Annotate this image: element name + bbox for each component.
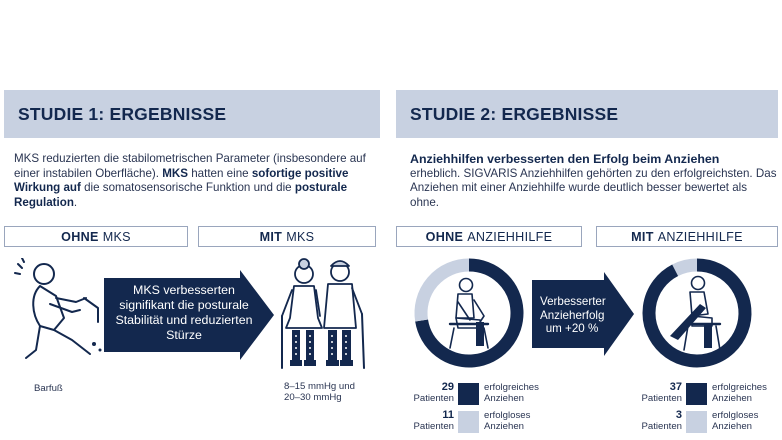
legend-success-swatch bbox=[458, 383, 479, 405]
donut-without-aid bbox=[414, 258, 524, 368]
arrow-study1-text: MKS verbesserten signifikant die postura… bbox=[115, 283, 253, 342]
legend-success-label: erfolgreiches Anziehen bbox=[484, 382, 539, 404]
donut-with-fail-arc bbox=[672, 258, 698, 277]
arrow-study2 bbox=[532, 272, 634, 356]
legend-fail-label: erfolgloses Anziehen bbox=[484, 410, 531, 432]
arrow-study1 bbox=[104, 270, 274, 360]
legend-fail-swatch-2 bbox=[686, 411, 707, 433]
donut-with-success-arc bbox=[642, 258, 752, 368]
legend-fail-label-2: erfolgloses Anziehen bbox=[712, 410, 759, 432]
note-compression: 8–15 mmHg und 20–30 mmHg bbox=[284, 381, 355, 403]
study1-header: STUDIE 1: ERGEBNISSE bbox=[4, 90, 380, 138]
arrow-study2-text: Verbesserter Anzieherfolg um +20 % bbox=[540, 295, 606, 336]
note-barefoot: Barfuß bbox=[34, 383, 63, 394]
study1-description: MKS reduzierten die stabilometrischen Pa… bbox=[14, 152, 366, 209]
person-with-aid-icon bbox=[670, 275, 722, 351]
legend-fail-swatch bbox=[458, 411, 479, 433]
donut-with-aid bbox=[642, 258, 752, 368]
donut-without-success-arc bbox=[415, 258, 524, 368]
legend-success-swatch-2 bbox=[686, 383, 707, 405]
legend-success-label-2: erfolgreiches Anziehen bbox=[712, 382, 767, 404]
study2-description: Anziehhilfen verbesserten den Erfolg bei… bbox=[410, 152, 777, 209]
study2-header: STUDIE 2: ERGEBNISSE bbox=[396, 90, 778, 138]
falling-person-icon bbox=[14, 258, 102, 359]
study2-lead: Anziehhilfen verbesserten den Erfolg bei… bbox=[410, 152, 720, 166]
elderly-couple-icon bbox=[281, 258, 365, 369]
person-dressing-icon bbox=[448, 277, 490, 349]
donut-without-fail-arc bbox=[414, 258, 470, 322]
